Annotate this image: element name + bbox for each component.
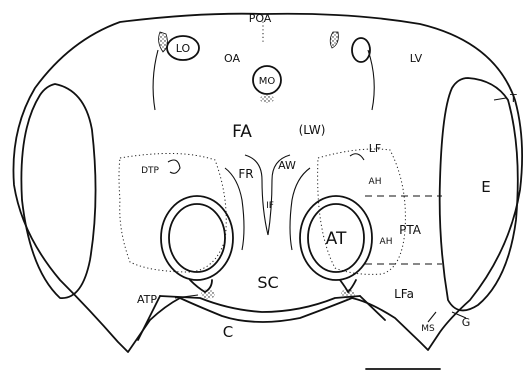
- label-e: E: [481, 178, 490, 196]
- atp-left-stipple: [201, 289, 215, 299]
- label-lw: (LW): [299, 123, 326, 137]
- at-left-outer: [161, 196, 233, 280]
- c-region-divider-right: [360, 296, 385, 320]
- left-lobe-oval: [21, 84, 95, 298]
- lo-right-ellipse: [352, 38, 370, 62]
- label-lf: LF: [369, 142, 381, 155]
- left-lo-patch: [159, 32, 168, 52]
- mo-stipple: [260, 95, 274, 103]
- label-t: T: [509, 92, 517, 105]
- right-ventricle-boundary: [368, 50, 374, 110]
- at-left-inner: [169, 204, 225, 272]
- section-outline: [13, 14, 522, 352]
- label-lo: LO: [176, 42, 191, 55]
- label-ms: MS: [421, 324, 435, 334]
- label-at: AT: [326, 229, 347, 249]
- label-g: G: [462, 316, 471, 329]
- label-lfa: LFa: [394, 287, 414, 301]
- eye-region: [440, 78, 518, 310]
- t-pointer: [494, 98, 506, 100]
- label-atp: ATP: [137, 293, 157, 306]
- label-fr: FR: [238, 167, 253, 181]
- c-region-left: [160, 296, 360, 312]
- label-aw: AW: [278, 159, 296, 172]
- dtp-curl: [168, 160, 180, 173]
- label-lv: LV: [410, 52, 423, 65]
- label-fa: FA: [232, 122, 252, 142]
- right-dotted-outline: [318, 149, 406, 274]
- left-ventricle-boundary: [153, 50, 158, 110]
- label-oa: OA: [224, 52, 240, 65]
- label-poa: POA: [249, 12, 272, 25]
- label-ah-upper: AH: [369, 177, 382, 187]
- label-pta: PTA: [399, 223, 422, 237]
- label-ah-lower: AH: [380, 237, 393, 247]
- label-dtp: DTP: [141, 166, 159, 176]
- right-lo-patch: [330, 32, 338, 48]
- label-mo: MO: [259, 76, 276, 87]
- label-if: IF: [266, 201, 274, 211]
- lf-curl: [350, 154, 364, 160]
- ms-pointer: [428, 312, 436, 322]
- label-c: C: [223, 323, 233, 341]
- label-sc: SC: [257, 273, 278, 292]
